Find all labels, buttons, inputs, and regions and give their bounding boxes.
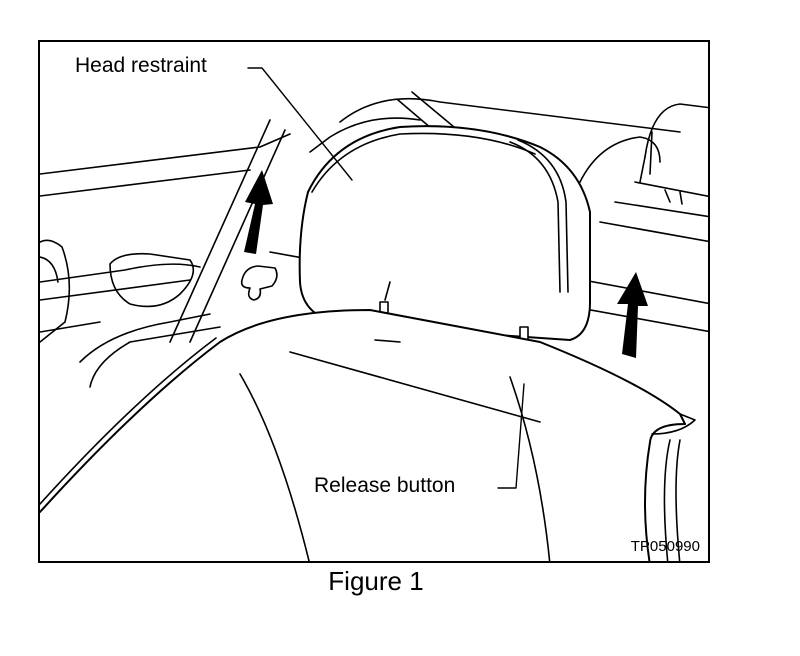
seat-illustration: [40, 67, 708, 561]
interior-background: [40, 91, 708, 388]
rear-headrest: [634, 103, 708, 205]
head-restraint-label: Head restraint: [75, 54, 207, 77]
seatback: [40, 309, 696, 561]
up-arrow-icon: [244, 170, 273, 254]
head-restraint: [298, 125, 591, 341]
seatbelt-anchor: [240, 265, 278, 301]
illustration-frame: Head restraint Release button TP050990: [38, 40, 710, 563]
up-arrow-icon: [617, 272, 648, 358]
figure-caption: Figure 1: [328, 566, 424, 596]
release-button-label: Release button: [314, 474, 456, 497]
figure-code: TP050990: [630, 538, 700, 555]
leader-lines: [247, 67, 525, 489]
